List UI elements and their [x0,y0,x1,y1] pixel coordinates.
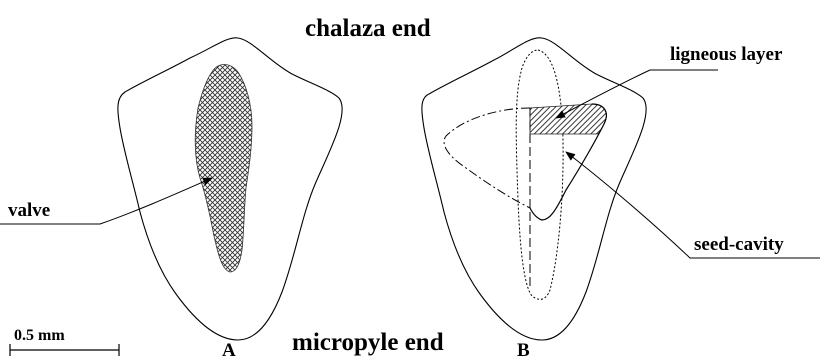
panel-a-label: A [222,340,236,361]
seed-cavity-label: seed-cavity [694,234,784,255]
panel-b-label: B [517,340,530,361]
valve-label: valve [8,200,50,221]
seed-cavity-left-outline [444,108,530,208]
micropyle-end-label: micropyle end [292,329,444,356]
scale-bar-label: 0.5 mm [14,327,65,344]
ligneous-region [530,104,606,134]
ligneous-layer-label: ligneous layer [670,44,783,65]
scale-bar [10,344,119,356]
dotted-ellipse [516,50,563,299]
chalaza-end-label: chalaza end [305,15,431,42]
valve-region [195,65,252,273]
